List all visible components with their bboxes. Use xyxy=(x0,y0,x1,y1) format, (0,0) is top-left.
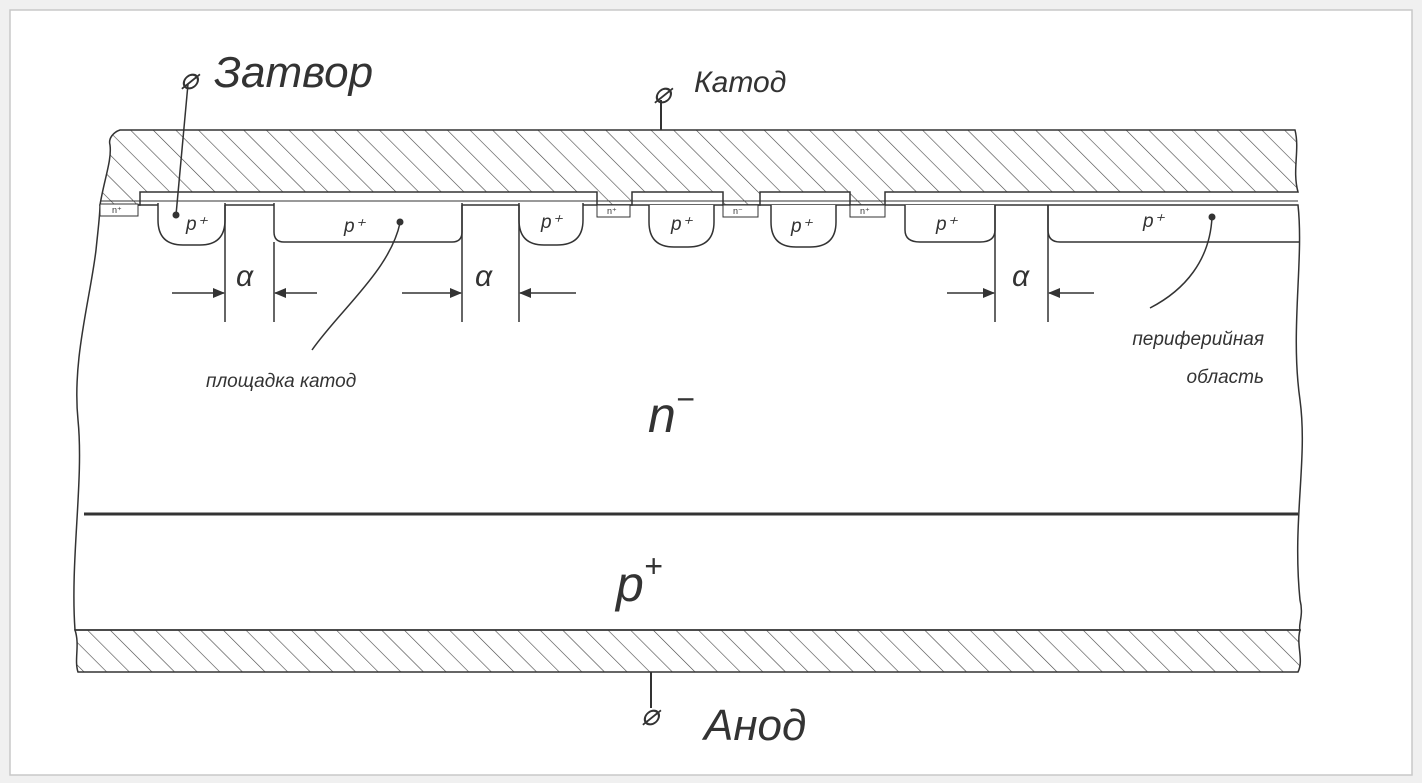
n-plus-label-1: n⁺ xyxy=(112,205,122,215)
svg-text:α: α xyxy=(475,260,493,293)
cathode-label: Катод xyxy=(694,66,786,99)
p-plus-well-3 xyxy=(518,203,584,246)
n-plus-cell-2 xyxy=(596,204,631,218)
anode-terminal: ⌀ Анод xyxy=(641,672,806,750)
peripheral-leader xyxy=(1149,216,1213,309)
p-plus-label-6: p⁺ xyxy=(935,214,959,235)
svg-text:α: α xyxy=(236,260,254,293)
cathode-pad-leader xyxy=(311,222,401,351)
p-plus-region-label: p+ xyxy=(614,548,663,612)
gate-terminal-symbol: ⌀ xyxy=(180,63,201,96)
p-plus-well-5 xyxy=(770,205,837,248)
gate-terminal: ⌀ Затвор xyxy=(172,48,373,219)
p-plus-well-4 xyxy=(648,205,715,248)
p-plus-label-4: p⁺ xyxy=(670,214,694,235)
cathode-metal xyxy=(99,129,1299,206)
n-plus-cell-3 xyxy=(849,204,886,218)
alpha-dimension-1: α xyxy=(172,205,317,322)
cathode-terminal: ⌀ Катод xyxy=(653,66,786,130)
n-plus-label-2: n⁺ xyxy=(607,206,617,216)
cathode-terminal-symbol: ⌀ xyxy=(653,77,674,110)
svg-text:α: α xyxy=(1012,260,1030,293)
peripheral-dot xyxy=(1208,213,1216,221)
n-minus-region-label: n− xyxy=(648,381,695,443)
n-minus-label: n⁻ xyxy=(733,206,743,216)
silicon-body xyxy=(73,204,1304,631)
alpha-dimension-3: α xyxy=(947,205,1094,322)
anode-metal xyxy=(73,629,1302,673)
peripheral-label-line1: периферийная xyxy=(1132,329,1264,350)
p-plus-well-6 xyxy=(904,205,996,243)
gate-label: Затвор xyxy=(214,48,373,97)
anode-terminal-symbol: ⌀ xyxy=(641,699,662,732)
n-plus-label-3: n⁺ xyxy=(860,206,870,216)
p-plus-label-7: p⁺ xyxy=(1142,211,1166,232)
p-plus-label-5: p⁺ xyxy=(790,216,814,237)
anode-label: Анод xyxy=(701,701,806,750)
p-plus-label-2: p⁺ xyxy=(343,216,367,237)
cathode-pad-label: площадка катод xyxy=(206,371,356,392)
cathode-pad-dot xyxy=(396,218,404,226)
peripheral-label-line2: область xyxy=(1187,367,1264,388)
alpha-dimension-2: α xyxy=(402,205,576,322)
n-plus-cell-1 xyxy=(99,203,139,217)
p-plus-well-2 xyxy=(273,203,463,243)
n-minus-cell xyxy=(722,204,759,218)
p-plus-label-1: p⁺ xyxy=(185,214,209,235)
p-plus-label-3: p⁺ xyxy=(540,212,564,233)
